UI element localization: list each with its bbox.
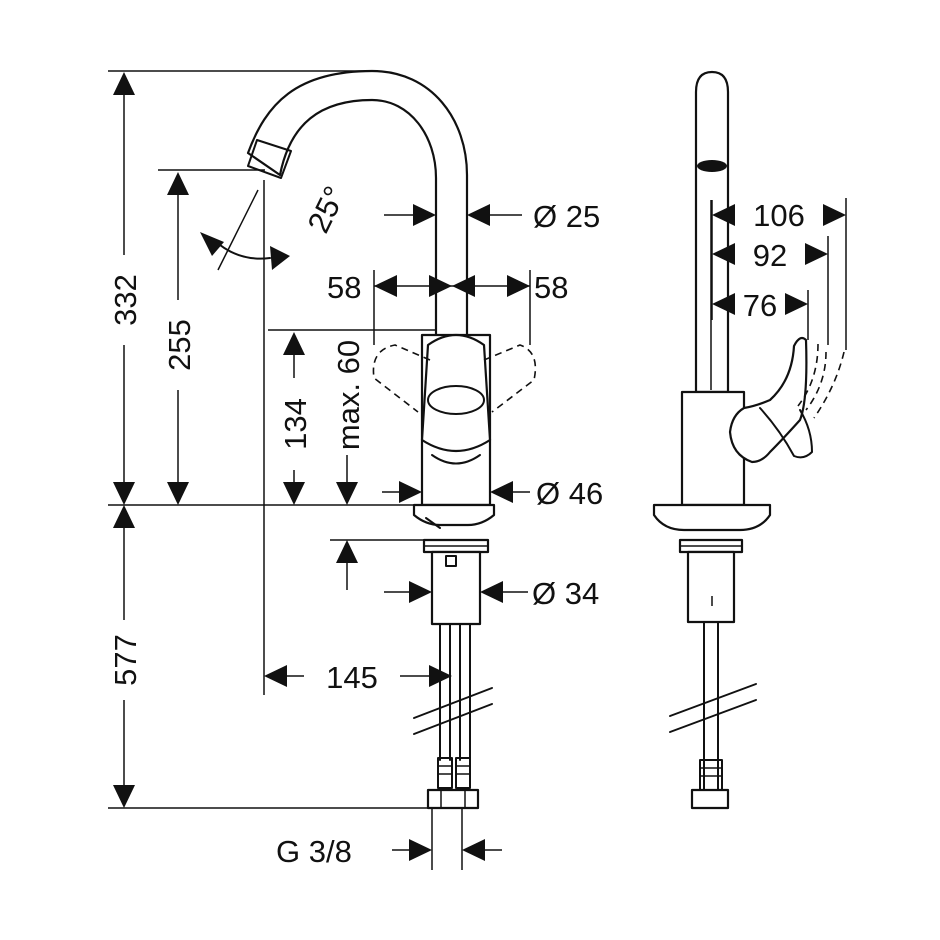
side-lever	[728, 336, 808, 464]
aerator	[247, 139, 292, 179]
dim-76-label: 76	[743, 288, 777, 323]
side-shank	[686, 550, 736, 624]
break-lines	[413, 687, 493, 735]
dim-92-label: 92	[753, 238, 787, 273]
spout	[246, 69, 469, 342]
lever-handle	[420, 334, 492, 452]
lever-swivel-left	[372, 344, 431, 413]
side-view: 106 92 76	[652, 70, 847, 810]
dim-58-left-label: 58	[327, 270, 361, 305]
dimension-arrows	[113, 72, 530, 861]
dim-332-label: 332	[108, 274, 143, 326]
extension-lines	[108, 70, 531, 870]
deck-flange	[412, 503, 496, 527]
lever-swivel-right	[483, 344, 537, 413]
dim-d46-label: Ø 46	[536, 476, 603, 511]
side-hose-nut	[690, 788, 730, 810]
supply-hoses	[426, 623, 480, 810]
swivel-angle-indicator	[200, 189, 290, 271]
dim-g38-label: G 3/8	[276, 834, 352, 869]
dim-106-label: 106	[753, 198, 805, 233]
dim-577-label: 577	[108, 634, 143, 686]
dim-145-label: 145	[326, 660, 378, 695]
dim-d34-label: Ø 34	[532, 576, 599, 611]
side-aerator	[697, 160, 727, 172]
hose-nut	[426, 788, 480, 810]
dim-d25-label: Ø 25	[533, 199, 600, 234]
side-deck-flange	[652, 503, 772, 532]
dim-255-label: 255	[162, 319, 197, 371]
dim-134-label: 134	[278, 398, 313, 450]
front-view: 332 255 134 max. 60 577 25° Ø 25 58 58 Ø…	[108, 69, 603, 870]
side-dimension-arrows	[712, 204, 846, 315]
dim-max60-label: max. 60	[331, 340, 366, 450]
dim-25deg-label: 25°	[301, 181, 353, 238]
dim-58-right-label: 58	[534, 270, 568, 305]
